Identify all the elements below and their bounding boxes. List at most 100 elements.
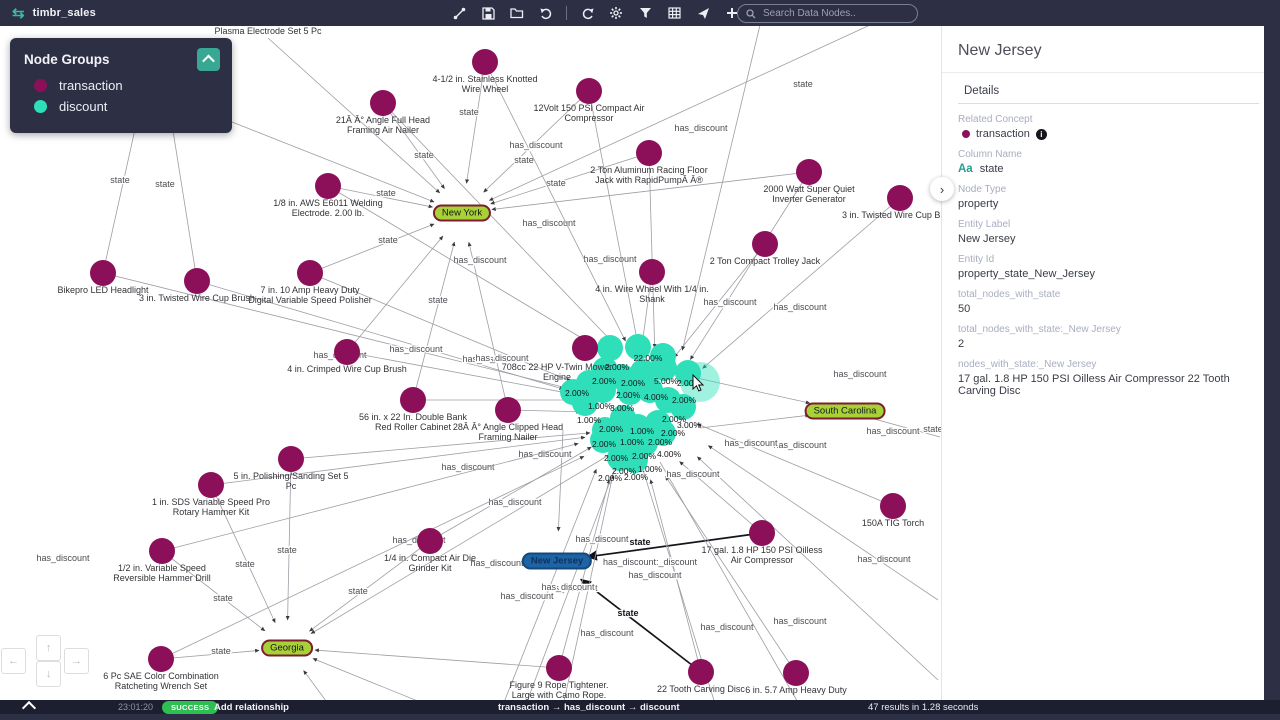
graph-node-transaction[interactable]	[783, 660, 809, 686]
chevron-up-icon[interactable]	[197, 48, 220, 71]
graph-node-transaction[interactable]	[546, 655, 572, 681]
undo-icon[interactable]	[535, 2, 557, 24]
search-box[interactable]	[737, 4, 918, 23]
pan-up-button[interactable]: ↑	[36, 635, 61, 661]
graph-node-transaction[interactable]	[749, 520, 775, 546]
graph-node-transaction[interactable]	[639, 259, 665, 285]
graph-node-discount[interactable]	[651, 355, 677, 381]
info-icon[interactable]: i	[1035, 128, 1047, 140]
node-groups-panel: Node Groups transaction discount	[10, 38, 232, 133]
edge-label: state	[376, 188, 396, 198]
graph-node-state[interactable]: Georgia	[261, 639, 313, 657]
graph-node-transaction[interactable]	[887, 185, 913, 211]
graph-node-transaction[interactable]	[198, 472, 224, 498]
graph-node-transaction[interactable]	[417, 528, 443, 554]
graph-node-state[interactable]: South Carolina	[804, 402, 886, 420]
panel-collapse-button[interactable]: ›	[930, 177, 954, 201]
graph-edge	[659, 461, 801, 707]
edge-label: state	[348, 586, 368, 596]
graph-edge	[490, 152, 650, 205]
graph-node-discount[interactable]	[625, 334, 651, 360]
redo-icon[interactable]	[576, 2, 598, 24]
graph-node-discount[interactable]	[670, 394, 696, 420]
pin-icon[interactable]	[692, 2, 714, 24]
graph-node-transaction[interactable]	[297, 260, 323, 286]
graph-node-transaction[interactable]	[149, 538, 175, 564]
status-time: 23:01:20	[118, 702, 154, 712]
top-bar: ⇆ timbr_sales	[0, 0, 1280, 26]
graph-edge	[679, 461, 763, 534]
graph-node-transaction[interactable]	[636, 140, 662, 166]
search-input[interactable]	[761, 7, 885, 20]
pan-down-button[interactable]: ↓	[36, 661, 61, 687]
graph-node-transaction[interactable]	[315, 173, 341, 199]
edge-label: state	[546, 178, 566, 188]
edge-label: has_discount	[773, 616, 827, 626]
graph-node-state-selected[interactable]: New Jersey	[521, 552, 593, 570]
edge-label: has_discount	[475, 353, 529, 363]
graph-node-transaction[interactable]	[880, 493, 906, 519]
edge-label: has_discount	[583, 254, 637, 264]
pan-left-button[interactable]: ←	[1, 648, 26, 674]
graph-node-transaction[interactable]	[370, 90, 396, 116]
graph-node-transaction[interactable]	[495, 397, 521, 423]
add-icon[interactable]	[721, 2, 743, 24]
edge-label: has_discount	[666, 469, 720, 479]
graph-node-transaction[interactable]	[752, 231, 778, 257]
details-panel: › New Jersey Details Related Concept tra…	[930, 26, 1265, 700]
field-label: total_nodes_with_state	[958, 289, 1061, 300]
graph-node-transaction[interactable]	[576, 78, 602, 104]
graph-node-transaction[interactable]	[148, 646, 174, 672]
graph-node-transaction[interactable]	[278, 446, 304, 472]
edge-label: has_discount	[580, 628, 634, 638]
graph-node-transaction[interactable]	[472, 49, 498, 75]
right-edge-strip	[1264, 0, 1280, 720]
relationship-path: transaction → has_discount → discount	[498, 702, 680, 713]
related-concept-value[interactable]: transaction i	[962, 128, 1265, 140]
graph-node-discount[interactable]	[622, 447, 648, 473]
legend-item-transaction[interactable]: transaction	[10, 75, 232, 96]
edge-label: has_discount	[389, 344, 443, 354]
pan-right-button[interactable]: →	[64, 648, 89, 674]
expand-console-icon[interactable]	[21, 700, 37, 716]
timbr-logo-icon[interactable]: ⇆	[12, 5, 25, 22]
graph-node-transaction[interactable]	[572, 335, 598, 361]
graph-node-state[interactable]: New York	[432, 204, 492, 222]
graph-edge	[327, 185, 433, 209]
edge-label: has_discount	[700, 622, 754, 632]
graph-node-transaction[interactable]	[184, 268, 210, 294]
graph-edge	[290, 431, 591, 460]
graph-node-transaction[interactable]	[90, 260, 116, 286]
graph-node-transaction[interactable]	[334, 339, 360, 365]
graph-node-transaction[interactable]	[400, 387, 426, 413]
table-icon[interactable]	[663, 2, 685, 24]
field-label: Entity Id	[958, 254, 995, 265]
toolbar-divider	[566, 6, 567, 20]
filter-icon[interactable]	[634, 2, 656, 24]
graph-node-discount[interactable]	[572, 390, 598, 416]
graph-edge	[484, 61, 626, 342]
edge-label: state	[155, 179, 175, 189]
edge-label: has_discount	[857, 554, 911, 564]
mouse-cursor	[692, 374, 705, 392]
graph-edge	[346, 235, 444, 353]
graph-edge	[267, 37, 441, 194]
graph-node-transaction[interactable]	[688, 659, 714, 685]
status-bar: 23:01:20 SUCCESS Add relationship transa…	[0, 700, 1280, 716]
settings-gear-icon[interactable]	[605, 2, 627, 24]
open-folder-icon[interactable]	[506, 2, 528, 24]
graph-edge	[412, 241, 456, 401]
status-badge: SUCCESS	[162, 701, 219, 714]
edge-label: state	[428, 295, 448, 305]
edge-label: has_discount	[500, 591, 554, 601]
edge-label: has_discount	[470, 558, 524, 568]
graph-node-transaction[interactable]	[796, 159, 822, 185]
legend-item-discount[interactable]: discount	[10, 96, 232, 117]
tab-details[interactable]: Details	[964, 85, 1000, 97]
relationship-icon[interactable]	[448, 2, 470, 24]
graph-edge	[309, 540, 431, 632]
workspace-name: timbr_sales	[32, 7, 96, 19]
save-icon[interactable]	[477, 2, 499, 24]
edge-label: has_discount	[36, 553, 90, 563]
graph-edge	[429, 446, 592, 542]
